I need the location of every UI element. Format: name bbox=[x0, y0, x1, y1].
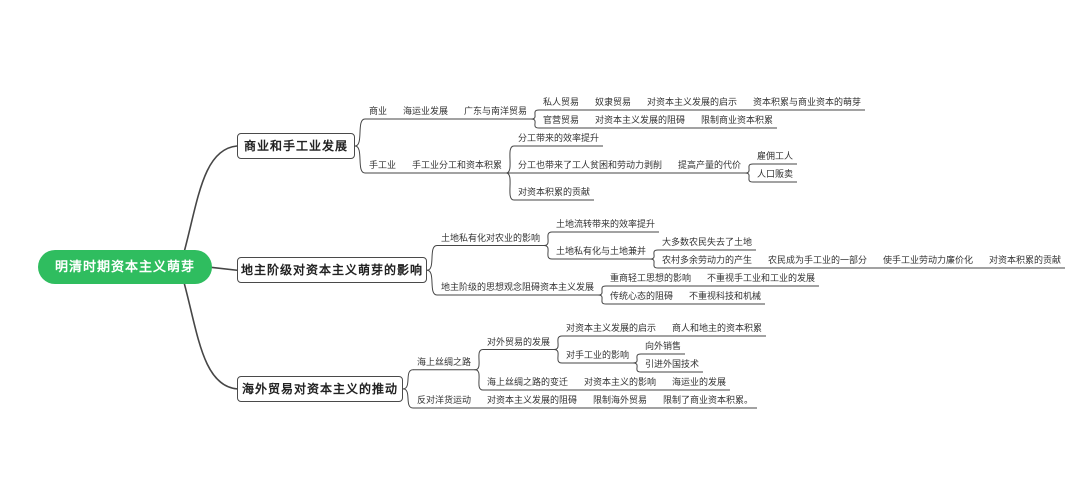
branch-topic[interactable]: 海外贸易对资本主义的推动 bbox=[237, 375, 403, 402]
topic-node[interactable]: 对资本主义发展的启示 bbox=[566, 323, 657, 333]
connector-line bbox=[649, 249, 659, 260]
topic-node[interactable]: 传统心态的阻碍 bbox=[610, 291, 674, 301]
topic-node[interactable]: 人口贩卖 bbox=[757, 169, 794, 179]
connector-line bbox=[402, 388, 414, 409]
topic-node[interactable]: 手工业分工和资本积累 bbox=[412, 160, 503, 170]
connector-line bbox=[597, 285, 607, 296]
topic-node[interactable]: 土地流转带来的效率提升 bbox=[556, 219, 656, 229]
topic-node[interactable]: 引进外国技术 bbox=[645, 359, 700, 369]
topic-node[interactable]: 资本积累与商业资本的萌芽 bbox=[753, 97, 862, 107]
connector-line bbox=[744, 172, 754, 183]
topic-node[interactable]: 海上丝绸之路 bbox=[417, 356, 472, 367]
connector-line bbox=[744, 163, 754, 174]
topic-node[interactable]: 商人和地主的资本积累 bbox=[672, 323, 763, 333]
topic-node[interactable]: 提高产量的代价 bbox=[678, 160, 742, 170]
topic-node[interactable]: 分工带来的效率提升 bbox=[518, 133, 600, 143]
topic-node[interactable]: 使手工业劳动力廉价化 bbox=[883, 255, 974, 265]
topic-node[interactable]: 对资本主义发展的阻碍 bbox=[595, 115, 686, 125]
connector-line bbox=[530, 109, 540, 120]
topic-node[interactable]: 对资本主义的影响 bbox=[584, 377, 657, 387]
topic-node[interactable]: 手工业 bbox=[369, 160, 397, 170]
topic-node[interactable]: 私人贸易 bbox=[543, 97, 580, 107]
topic-node[interactable]: 海运业发展 bbox=[403, 106, 449, 116]
connector-line bbox=[632, 353, 642, 364]
topic-node[interactable]: 对资本主义发展的阻碍 bbox=[487, 395, 578, 405]
connector-line bbox=[543, 231, 553, 246]
topic-node[interactable]: 土地私有化与土地兼并 bbox=[556, 246, 647, 256]
topic-node[interactable]: 农民成为手工业的一部分 bbox=[768, 255, 868, 265]
connector-line bbox=[553, 335, 563, 350]
connector-line bbox=[543, 245, 553, 260]
topic-node[interactable]: 不重视科技和机械 bbox=[689, 291, 762, 301]
topic-node[interactable]: 广东与南洋贸易 bbox=[464, 106, 528, 116]
topic-node[interactable]: 土地私有化对农业的影响 bbox=[441, 232, 541, 243]
topic-node[interactable]: 对资本积累的贡献 bbox=[518, 187, 591, 197]
topic-node[interactable]: 限制商业资本积累 bbox=[701, 115, 774, 125]
topic-node[interactable]: 海上丝绸之路的变迁 bbox=[487, 377, 569, 387]
topic-node[interactable]: 雇佣工人 bbox=[757, 151, 794, 161]
connector-line bbox=[505, 172, 515, 201]
connector-line bbox=[474, 369, 484, 391]
connector-line bbox=[597, 294, 607, 305]
topic-node[interactable]: 海运业的发展 bbox=[672, 377, 727, 387]
connector-line bbox=[183, 145, 238, 254]
topic-node[interactable]: 大多数农民失去了土地 bbox=[662, 237, 753, 247]
topic-node[interactable]: 对资本主义发展的启示 bbox=[647, 97, 738, 107]
branch-topic[interactable]: 商业和手工业发展 bbox=[237, 133, 355, 159]
connector-line bbox=[426, 269, 438, 296]
topic-node[interactable]: 官营贸易 bbox=[543, 115, 580, 125]
topic-node[interactable]: 对外贸易的发展 bbox=[487, 336, 551, 347]
topic-node[interactable]: 反对洋货运动 bbox=[417, 395, 472, 405]
connector-line bbox=[402, 369, 414, 390]
connector-line bbox=[649, 258, 659, 269]
connector-line bbox=[505, 145, 515, 174]
topic-node[interactable]: 奴隶贸易 bbox=[595, 97, 632, 107]
topic-node[interactable]: 限制海外贸易 bbox=[593, 395, 648, 405]
topic-node[interactable]: 农村多余劳动力的产生 bbox=[662, 255, 753, 265]
connector-line bbox=[632, 362, 642, 373]
topic-node[interactable]: 重商轻工思想的影响 bbox=[610, 273, 692, 283]
connector-line bbox=[530, 118, 540, 129]
connector-line bbox=[354, 145, 366, 174]
connector-line bbox=[426, 245, 438, 271]
connector-line bbox=[474, 349, 484, 371]
topic-node[interactable]: 对手工业的影响 bbox=[566, 350, 630, 360]
topic-node[interactable]: 限制了商业资本积累。 bbox=[663, 395, 754, 405]
branch-topic[interactable]: 地主阶级对资本主义萌芽的影响 bbox=[237, 257, 427, 284]
topic-node[interactable]: 向外销售 bbox=[645, 341, 682, 351]
topic-node[interactable]: 不重视手工业和工业的发展 bbox=[707, 273, 816, 283]
root-topic[interactable]: 明清时期资本主义萌芽 bbox=[38, 250, 212, 285]
topic-node[interactable]: 商业 bbox=[369, 106, 388, 116]
topic-node[interactable]: 对资本积累的贡献 bbox=[989, 255, 1062, 265]
connector-line bbox=[553, 349, 563, 364]
connector-line bbox=[354, 118, 366, 147]
topic-node[interactable]: 分工也带来了工人贫困和劳动力剥削 bbox=[518, 160, 663, 170]
connector-line bbox=[211, 266, 238, 272]
connector-line bbox=[183, 281, 238, 390]
topic-node[interactable]: 地主阶级的思想观念阻碍资本主义发展 bbox=[441, 282, 595, 292]
